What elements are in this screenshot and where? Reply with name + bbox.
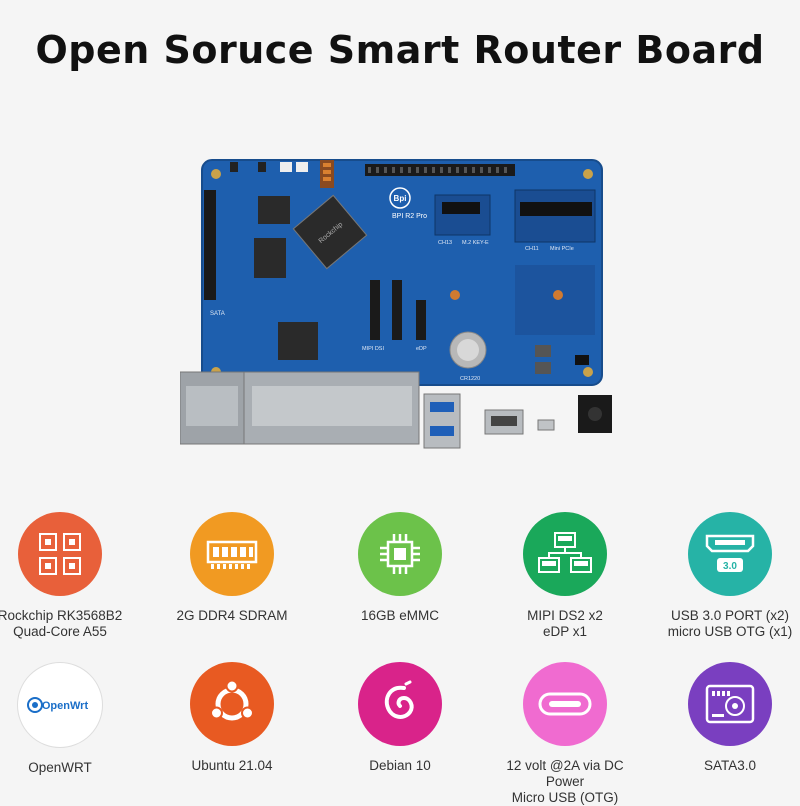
feature-emmc: 16GB eMMC: [325, 512, 475, 624]
feature-display: MIPI DS2 x2 eDP x1: [490, 512, 640, 640]
feature-label: MIPI DS2 x2 eDP x1: [527, 608, 603, 639]
ubuntu-logo-icon: [190, 662, 274, 746]
feature-label: SATA3.0: [703, 758, 757, 773]
svg-text:CH13: CH13: [438, 240, 452, 246]
svg-text:MIPI DSI: MIPI DSI: [362, 346, 384, 352]
usb-port-icon: 3.0: [688, 512, 772, 596]
feature-debian: Debian 10: [325, 662, 475, 774]
usb-c-power-icon: [523, 662, 607, 746]
display-connectors-icon: [523, 512, 607, 596]
svg-text:BPI R2 Pro: BPI R2 Pro: [392, 213, 427, 220]
openwrt-logo-icon: OpenWrt: [17, 662, 103, 748]
feature-power: 12 volt @2A via DC Power Micro USB (OTG): [490, 662, 640, 806]
emmc-chip-icon: [358, 512, 442, 596]
feature-ubuntu: Ubuntu 21.04: [157, 662, 307, 774]
debian-logo-icon: [358, 662, 442, 746]
svg-text:Bpi: Bpi: [394, 194, 407, 203]
page-title: Open Soruce Smart Router Board: [35, 28, 765, 72]
svg-text:SATA: SATA: [210, 311, 225, 317]
feature-label: 12 volt @2A via DC Power Micro USB (OTG): [506, 758, 624, 805]
cpu-icon: [18, 512, 102, 596]
feature-cpu: Rockchip RK3568B2 Quad-Core A55: [0, 512, 135, 640]
feature-label: Ubuntu 21.04: [191, 758, 273, 773]
svg-text:eDP: eDP: [416, 346, 427, 352]
ram-icon: [190, 512, 274, 596]
svg-text:OpenWrt: OpenWrt: [42, 700, 89, 712]
feature-label: 16GB eMMC: [360, 608, 440, 623]
router-board-image: SATA Rockchip Bpi BPI R2 Pro CH13 M.2 KE…: [179, 159, 612, 449]
feature-usb: 3.0 USB 3.0 PORT (x2) micro USB OTG (x1): [655, 512, 800, 640]
feature-label: 2G DDR4 SDRAM: [176, 608, 288, 623]
sata-drive-icon: [688, 662, 772, 746]
svg-text:Mini PCIe: Mini PCIe: [550, 246, 574, 252]
feature-label: OpenWRT: [28, 760, 92, 775]
feature-label: Debian 10: [369, 758, 431, 773]
feature-openwrt: OpenWrt OpenWRT: [0, 662, 135, 776]
svg-text:3.0: 3.0: [723, 561, 737, 572]
svg-text:M.2 KEY-E: M.2 KEY-E: [462, 240, 489, 246]
svg-text:CR1220: CR1220: [460, 376, 480, 382]
svg-text:CH11: CH11: [525, 246, 539, 252]
router-board-illustration: SATA Rockchip Bpi BPI R2 Pro CH13 M.2 KE…: [179, 150, 620, 470]
feature-sata: SATA3.0: [655, 662, 800, 774]
feature-label: USB 3.0 PORT (x2) micro USB OTG (x1): [667, 608, 793, 639]
feature-label: Rockchip RK3568B2 Quad-Core A55: [0, 608, 123, 639]
feature-ram: 2G DDR4 SDRAM: [157, 512, 307, 624]
